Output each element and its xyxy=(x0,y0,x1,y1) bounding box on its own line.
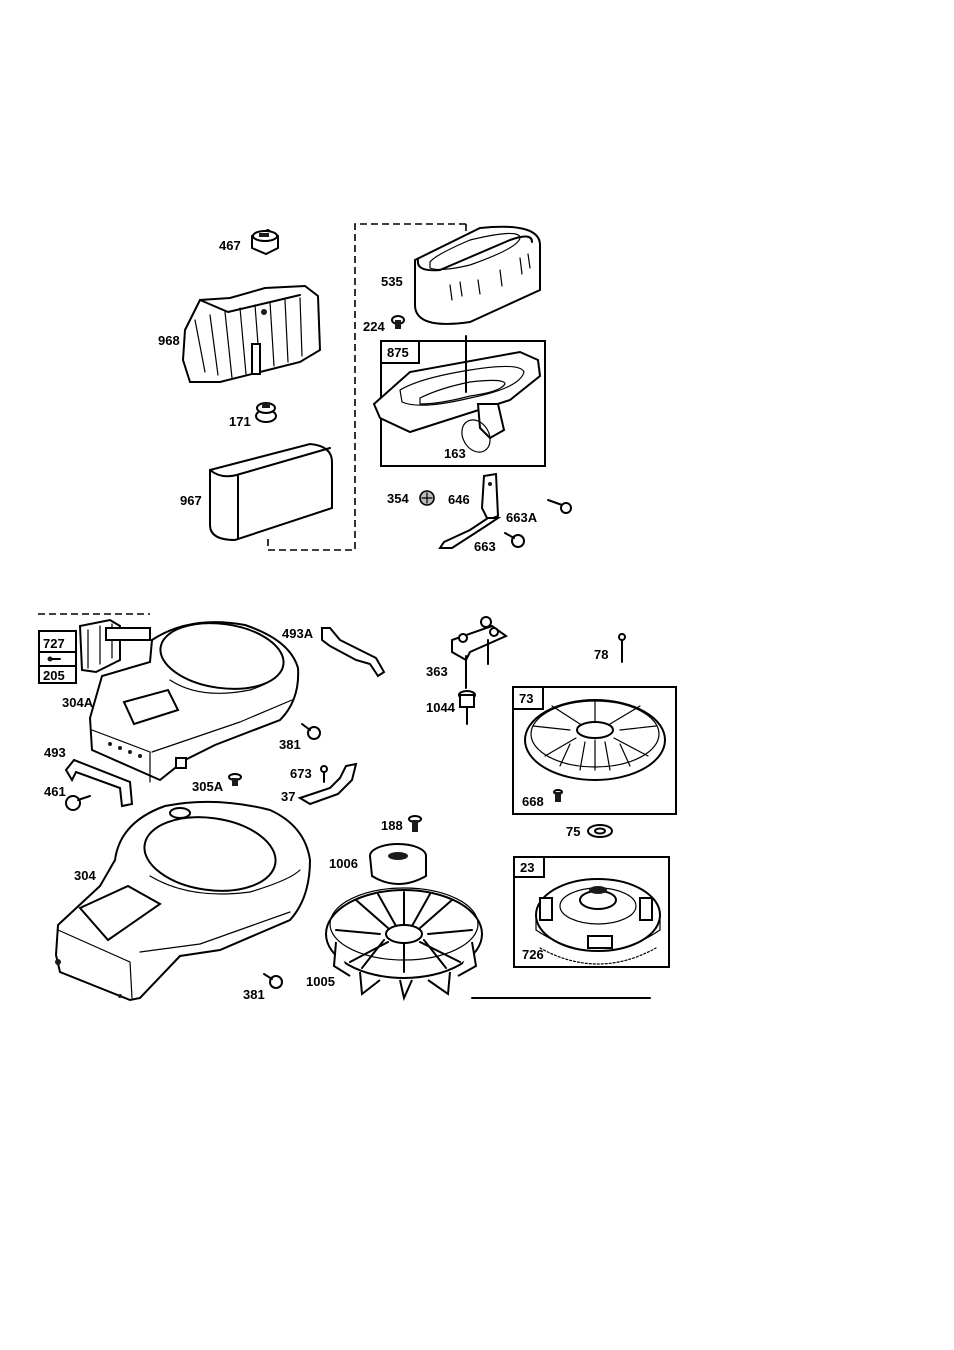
part-1005-fan xyxy=(326,888,482,998)
label-663A: 663A xyxy=(506,510,538,525)
label-535: 535 xyxy=(381,274,403,289)
label-967: 967 xyxy=(180,493,202,508)
part-535-cartridge xyxy=(415,227,540,324)
label-467: 467 xyxy=(219,238,241,253)
label-188: 188 xyxy=(381,818,403,833)
label-78: 78 xyxy=(594,647,608,662)
part-75-washer xyxy=(588,825,612,837)
label-305A: 305A xyxy=(192,779,224,794)
part-304-housing xyxy=(55,802,310,1000)
part-646-lever xyxy=(440,474,498,548)
part-171-grommet xyxy=(256,403,276,422)
label-381-upper: 381 xyxy=(279,737,301,752)
label-493A: 493A xyxy=(282,626,314,641)
label-171: 171 xyxy=(229,414,251,429)
label-37: 37 xyxy=(281,789,295,804)
part-78-bolt xyxy=(619,634,625,662)
part-967-precleaner xyxy=(210,444,332,540)
label-73: 73 xyxy=(519,691,533,706)
part-363-bracket xyxy=(452,617,506,688)
part-381-screw-lower xyxy=(264,974,282,988)
label-75: 75 xyxy=(566,824,580,839)
part-668-screw xyxy=(554,790,562,802)
part-354 xyxy=(420,491,434,505)
label-363: 363 xyxy=(426,664,448,679)
label-726: 726 xyxy=(522,947,544,962)
label-205: 205 xyxy=(43,668,65,683)
part-663A-screw xyxy=(548,500,571,513)
label-23: 23 xyxy=(520,860,534,875)
label-1044: 1044 xyxy=(426,700,456,715)
label-727: 727 xyxy=(43,636,65,651)
part-381-screw-upper xyxy=(302,724,320,739)
part-461-screw xyxy=(66,796,90,810)
part-673-pin xyxy=(321,766,327,782)
label-668: 668 xyxy=(522,794,544,809)
part-1044-bolt xyxy=(459,691,475,724)
part-493A-guide xyxy=(322,628,384,676)
label-646: 646 xyxy=(448,492,470,507)
part-1006-cup xyxy=(370,844,426,884)
label-1005: 1005 xyxy=(306,974,335,989)
label-381-lower: 381 xyxy=(243,987,265,1002)
part-73-screen xyxy=(525,700,665,780)
part-305A-screw xyxy=(229,774,241,786)
part-663-screw xyxy=(505,533,524,547)
part-188-screw xyxy=(409,816,421,832)
label-224: 224 xyxy=(363,319,385,334)
label-304: 304 xyxy=(74,868,96,883)
label-875: 875 xyxy=(387,345,409,360)
label-968: 968 xyxy=(158,333,180,348)
part-467-knob xyxy=(252,230,278,254)
label-673: 673 xyxy=(290,766,312,781)
label-1006: 1006 xyxy=(329,856,358,871)
label-663: 663 xyxy=(474,539,496,554)
part-968-cover xyxy=(183,286,320,382)
label-493: 493 xyxy=(44,745,66,760)
label-354: 354 xyxy=(387,491,409,506)
label-163: 163 xyxy=(444,446,466,461)
part-224-nut xyxy=(392,316,404,329)
label-461: 461 xyxy=(44,784,66,799)
label-304A: 304A xyxy=(62,695,94,710)
part-23-flywheel xyxy=(536,879,660,964)
